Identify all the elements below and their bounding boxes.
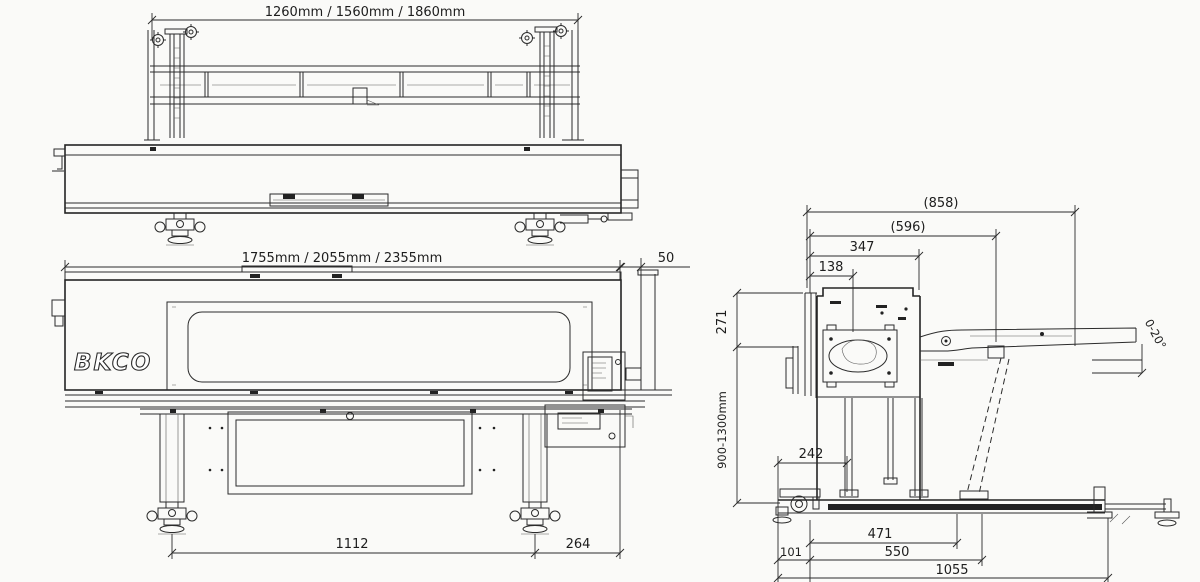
side-fence-depth-dimension: 138 (805, 260, 858, 332)
side-pipe (560, 214, 602, 224)
side-view: (858) (596) 347 138 271 900-1300mm (715, 196, 1180, 582)
stand-bolt-dots (208, 426, 496, 472)
side-overall-depth-dimension: (858) (802, 196, 1080, 346)
side-caster-offset-label: 242 (799, 447, 824, 462)
stand-left-leg (159, 413, 185, 503)
side-front-clearance-dimension: 101 (773, 545, 815, 565)
side-base-depth-dimension: 550 (810, 514, 987, 566)
side-working-height-label: 900-1300mm (715, 391, 729, 469)
stand-door (227, 411, 473, 495)
belt-end-post (625, 269, 659, 390)
top-view: 1260mm / 1560mm / 1860mm (52, 5, 639, 246)
stand (140, 404, 634, 503)
base-frame (772, 486, 1180, 527)
caster-foot (154, 212, 206, 246)
hand-knob-icon (552, 22, 570, 40)
face-slot (187, 311, 571, 383)
front-base-dimension: 1112 (167, 534, 540, 559)
base-caster (772, 488, 821, 524)
caster-foot (514, 212, 566, 246)
guide-rails (65, 269, 672, 408)
left-edge-clamp (52, 148, 66, 172)
side-front-clearance-label: 101 (780, 545, 802, 559)
side-frame-depth-label: (596) (891, 220, 926, 235)
front-offset-dim-label: 264 (566, 537, 591, 552)
side-caster-offset-dimension: 242 (773, 447, 852, 582)
side-upper-depth-label: 347 (850, 240, 875, 255)
front-offset-dimension: 264 (535, 410, 625, 559)
side-base-inner-label: 471 (868, 527, 893, 542)
side-fence-depth-label: 138 (819, 260, 844, 275)
machine-face: BKCO (51, 279, 626, 401)
glue-pot-housing (607, 169, 639, 221)
control-panel (582, 351, 626, 401)
motor-unit (822, 324, 898, 388)
side-legs (839, 398, 929, 498)
side-overall-depth-label: (858) (924, 196, 959, 211)
side-fence-height-label: 271 (715, 310, 730, 335)
side-height-dimensions: 271 900-1300mm (715, 288, 803, 508)
front-length-dim-label: 1755mm / 2055mm / 2355mm (242, 251, 443, 266)
front-view: 1755mm / 2055mm / 2355mm 50 BKCO (51, 251, 690, 559)
bed-handle-slot (269, 193, 389, 207)
control-display (557, 412, 601, 430)
brand-logo: BKCO (74, 350, 152, 376)
box-knob-icon (608, 432, 616, 440)
caster-foot (509, 501, 561, 535)
tilt-range-label: 0-20° (1142, 317, 1169, 352)
left-edge-bracket (51, 299, 66, 327)
fan-icon (828, 339, 888, 373)
caster-foot (146, 501, 198, 535)
side-column (785, 287, 954, 500)
top-width-dimension: 1260mm / 1560mm / 1860mm (147, 5, 583, 40)
arm-pivot-icon (941, 336, 951, 346)
hand-knob-icon (518, 29, 536, 47)
support-arm: 0-20° (919, 317, 1169, 500)
fence-center-bracket (352, 87, 368, 105)
fence-rail (144, 22, 584, 141)
belt-overhang-dimension: 50 (616, 251, 690, 280)
conveyor-strip (64, 265, 622, 281)
diagonal-strut (966, 357, 1010, 495)
side-base-overall-label: 1055 (935, 563, 968, 578)
control-box (544, 404, 634, 448)
top-width-dim-label: 1260mm / 1560mm / 1860mm (265, 5, 466, 20)
side-base-overall-dimension: 1055 (773, 518, 1113, 582)
door-knob-icon (346, 412, 354, 420)
hand-knob-icon (182, 23, 200, 41)
base-end-foot (1154, 498, 1180, 527)
side-upper-depth-dimension: 347 (805, 240, 924, 290)
front-base-dim-label: 1112 (335, 537, 368, 552)
side-base-depth-label: 550 (885, 545, 910, 560)
stand-right-leg (522, 413, 548, 503)
belt-overhang-dim-label: 50 (658, 251, 675, 266)
panel-knob-icon (615, 359, 621, 365)
machine-bed-top (52, 144, 639, 221)
side-frame-depth-dimension: (596) (805, 220, 1001, 342)
side-base-inner-dimension: 471 (805, 514, 962, 582)
